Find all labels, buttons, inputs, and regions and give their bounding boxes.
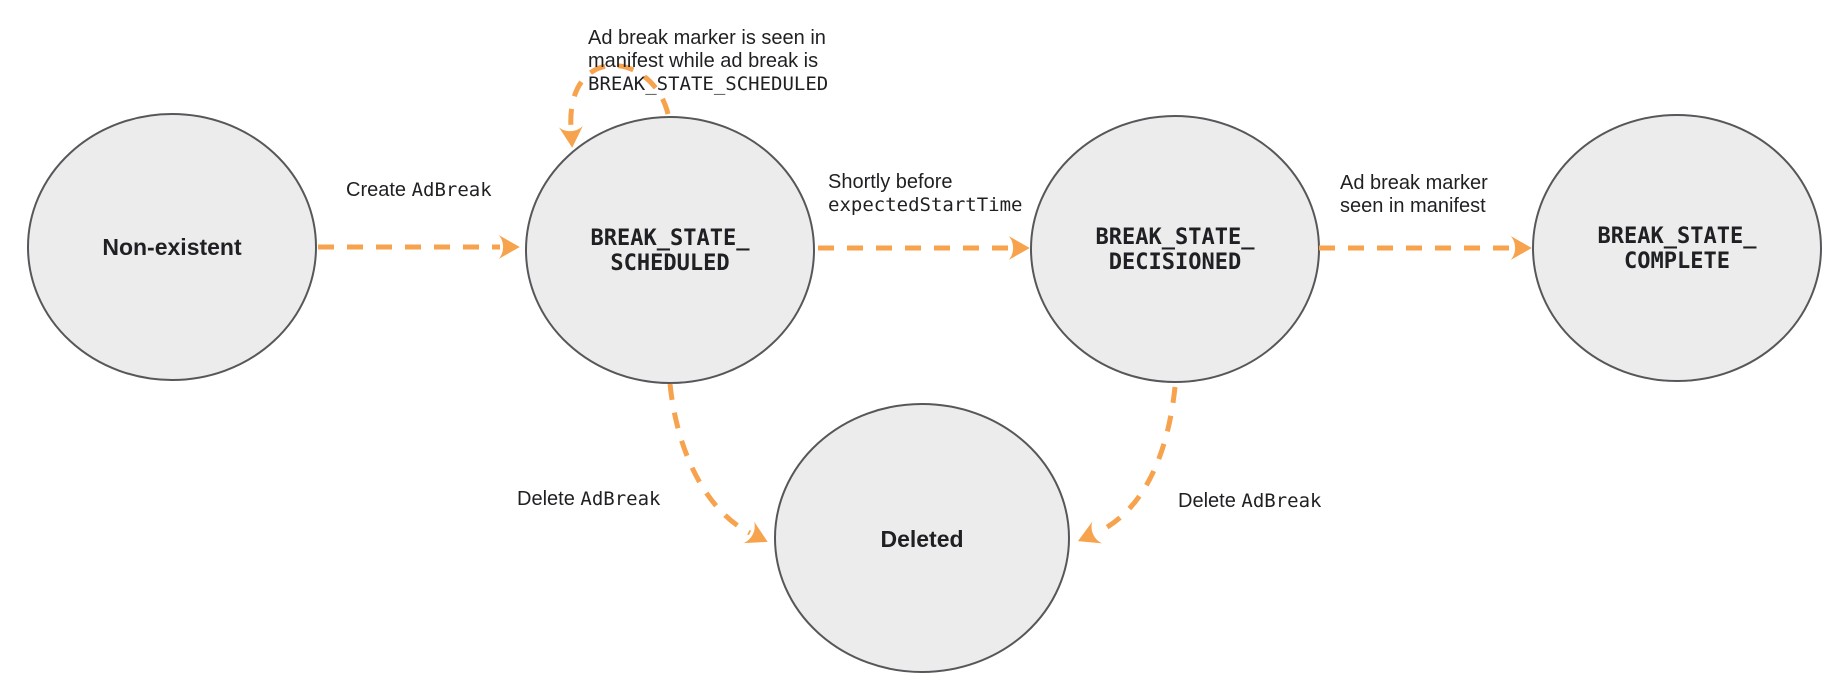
state-label-decisioned-line1: BREAK_STATE_ <box>1095 225 1255 250</box>
edge-label-delete-left-plain: Delete <box>517 488 581 510</box>
edge-decisioned-to-deleted <box>1077 386 1178 544</box>
state-node-deleted <box>774 403 1070 673</box>
edge-label-delete-right-code: AdBreak <box>1241 490 1322 512</box>
edge-label-delete-left-code: AdBreak <box>580 488 661 510</box>
edge-label-self-loop: Ad break marker is seen in manifest whil… <box>588 27 828 96</box>
edge-label-marker-seen-line1: Ad break marker <box>1340 172 1488 194</box>
state-label-complete: BREAK_STATE_ COMPLETE <box>1598 224 1757 274</box>
state-label-decisioned-line2: DECISIONED <box>1108 250 1242 275</box>
state-label-complete-line2: COMPLETE <box>1624 249 1730 274</box>
edge-label-create-adbreak-plain: Create <box>346 179 412 201</box>
edge-label-delete-adbreak-right: Delete AdBreak <box>1178 490 1321 513</box>
edge-label-self-loop-line1: Ad break marker is seen in <box>588 27 826 49</box>
edge-label-shortly-before: Shortly before expectedStartTime <box>828 171 1022 217</box>
edge-label-self-loop-line3: BREAK_STATE_SCHEDULED <box>588 73 829 95</box>
state-node-complete <box>1532 114 1822 382</box>
edge-label-create-adbreak: Create AdBreak <box>346 179 492 202</box>
state-label-scheduled-line1: BREAK_STATE_ <box>590 226 750 251</box>
edge-label-delete-right-plain: Delete <box>1178 490 1242 512</box>
edge-scheduled-to-deleted <box>667 383 768 544</box>
state-node-scheduled <box>525 116 815 384</box>
edge-label-delete-adbreak-left: Delete AdBreak <box>517 488 660 511</box>
state-label-non-existent: Non-existent <box>102 234 242 260</box>
edge-label-self-loop-line2: manifest while ad break is <box>588 50 819 72</box>
state-label-decisioned: BREAK_STATE_ DECISIONED <box>1096 225 1255 275</box>
state-label-scheduled: BREAK_STATE_ SCHEDULED <box>591 226 750 276</box>
state-node-non-existent <box>27 113 317 381</box>
state-label-scheduled-line2: SCHEDULED <box>610 251 730 276</box>
edge-label-shortly-before-line2: expectedStartTime <box>828 194 1023 216</box>
edge-label-marker-seen-line2: seen in manifest <box>1340 195 1486 217</box>
state-label-deleted: Deleted <box>880 526 964 552</box>
state-label-complete-line1: BREAK_STATE_ <box>1597 224 1757 249</box>
edge-label-marker-seen: Ad break marker seen in manifest <box>1340 172 1488 218</box>
edge-label-shortly-before-line1: Shortly before <box>828 171 953 193</box>
edge-label-create-adbreak-code: AdBreak <box>411 179 492 201</box>
